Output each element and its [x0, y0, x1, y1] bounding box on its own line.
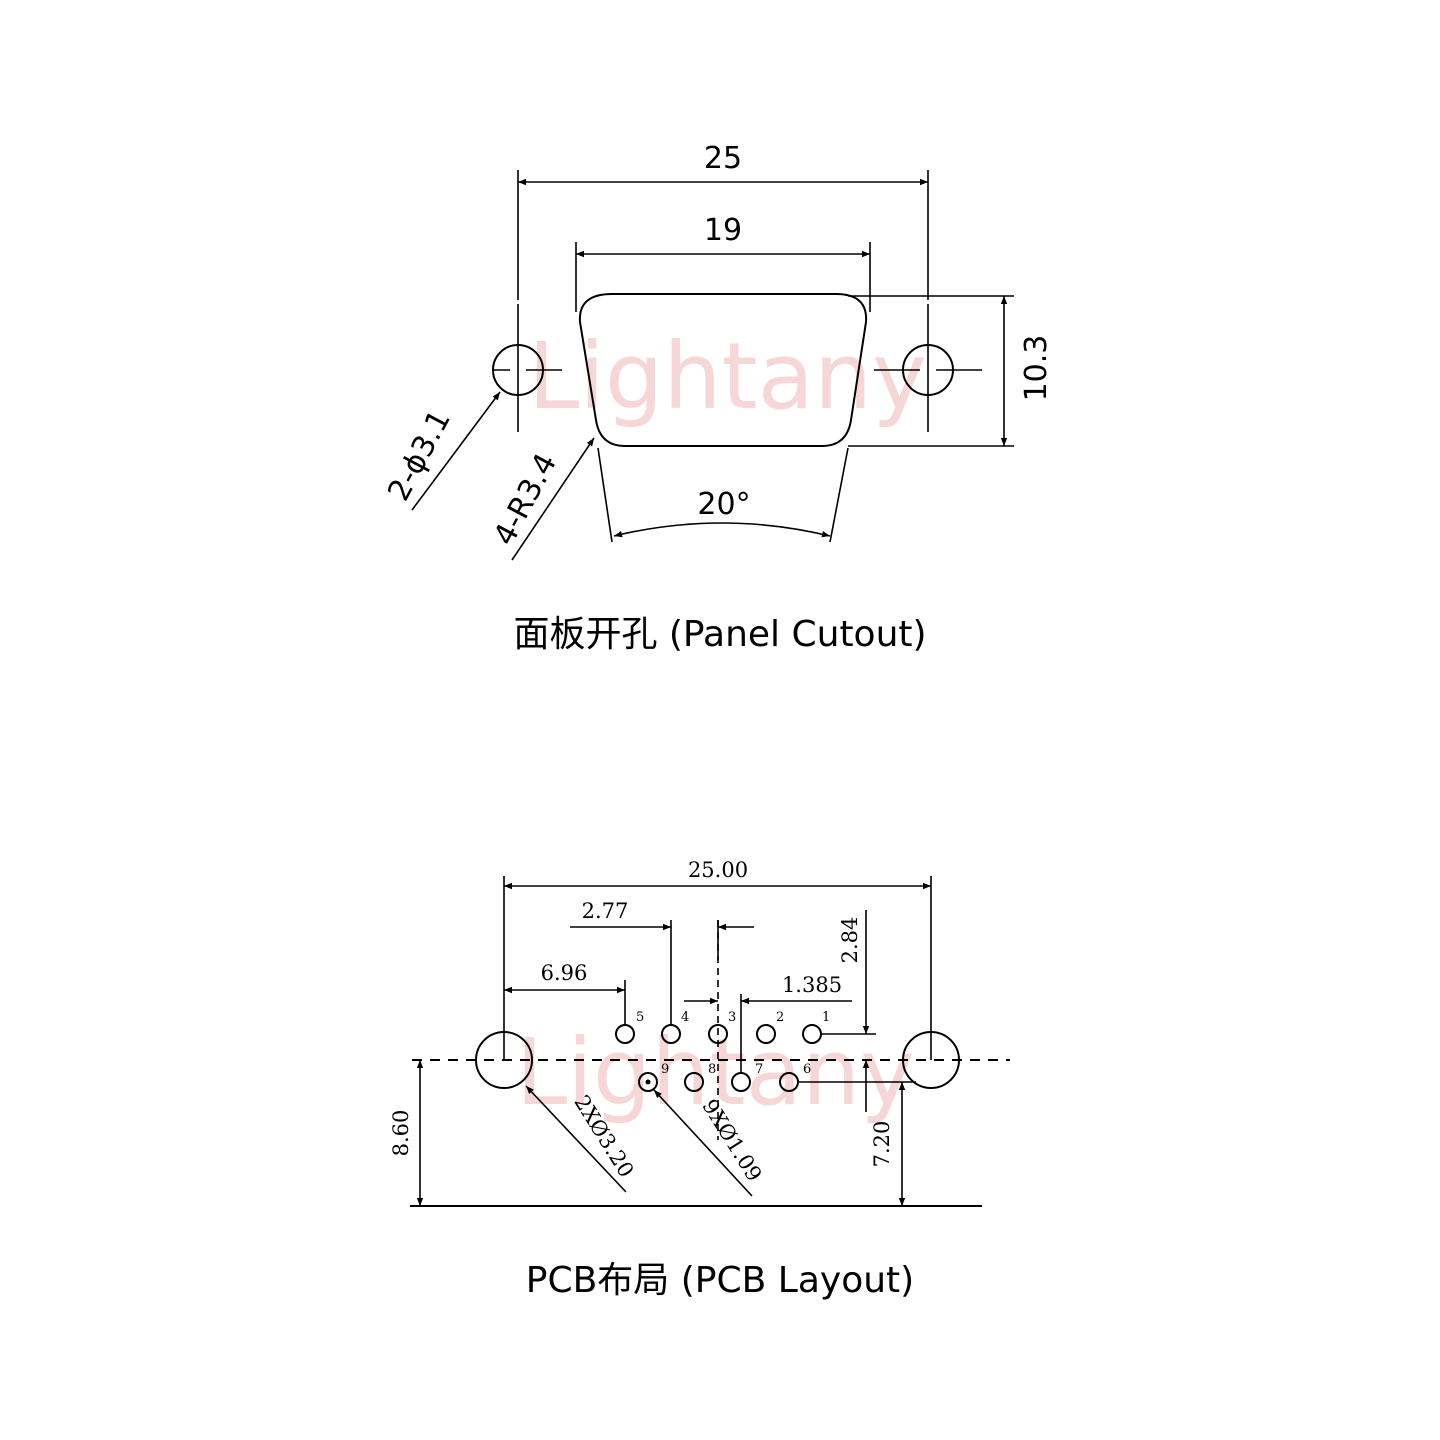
dim-label-10-3: 10.3 [1019, 335, 1054, 402]
pcb-layout-view: Lightany 5 4 3 2 1 9 8 7 6 25 [389, 858, 1010, 1301]
pin-label-1: 1 [822, 1010, 830, 1025]
dim-label-2-77: 2.77 [582, 899, 629, 923]
pin-label-6: 6 [803, 1062, 811, 1077]
dim-label-angle: 20° [697, 487, 750, 522]
dim-label-7-20: 7.20 [870, 1121, 894, 1168]
d-shell-outline [578, 293, 868, 447]
pin-3 [708, 1024, 728, 1044]
panel-caption: 面板开孔 (Panel Cutout) [513, 614, 926, 655]
dim-label-8-60: 8.60 [389, 1110, 413, 1157]
panel-cutout-view: Lightany 25 19 10.3 2-ϕ3.1 4-R3. [381, 141, 1054, 655]
dim-label-25: 25 [704, 141, 742, 176]
pin-label-9: 9 [661, 1062, 669, 1077]
pin-label-7: 7 [755, 1062, 763, 1077]
pin-label-2: 2 [776, 1010, 784, 1025]
dim-label-1-385: 1.385 [782, 973, 842, 997]
pin-label-5: 5 [636, 1010, 644, 1025]
leader-mount-hole [525, 1085, 627, 1193]
dim-label-2-84: 2.84 [838, 917, 862, 964]
dim-arc-angle [613, 522, 831, 538]
dim-label-19: 19 [704, 213, 742, 248]
pin-8 [684, 1072, 704, 1092]
pin-label-8: 8 [708, 1062, 716, 1077]
dim-label-6-96: 6.96 [541, 961, 588, 985]
dim-label-25-00: 25.00 [688, 858, 748, 882]
pcb-caption: PCB布局 (PCB Layout) [526, 1260, 914, 1301]
pin-9 [638, 1072, 658, 1092]
watermark: Lightany [528, 323, 927, 430]
leader-radius [511, 437, 595, 561]
leader-hole [411, 391, 501, 511]
pin-label-3: 3 [728, 1010, 736, 1025]
pin-2 [756, 1024, 776, 1044]
leader-pin-hole [653, 1089, 753, 1197]
dim-label-hole: 2-ϕ3.1 [381, 404, 458, 506]
watermark: Lightany [516, 1019, 915, 1126]
pin-label-4: 4 [681, 1010, 689, 1025]
